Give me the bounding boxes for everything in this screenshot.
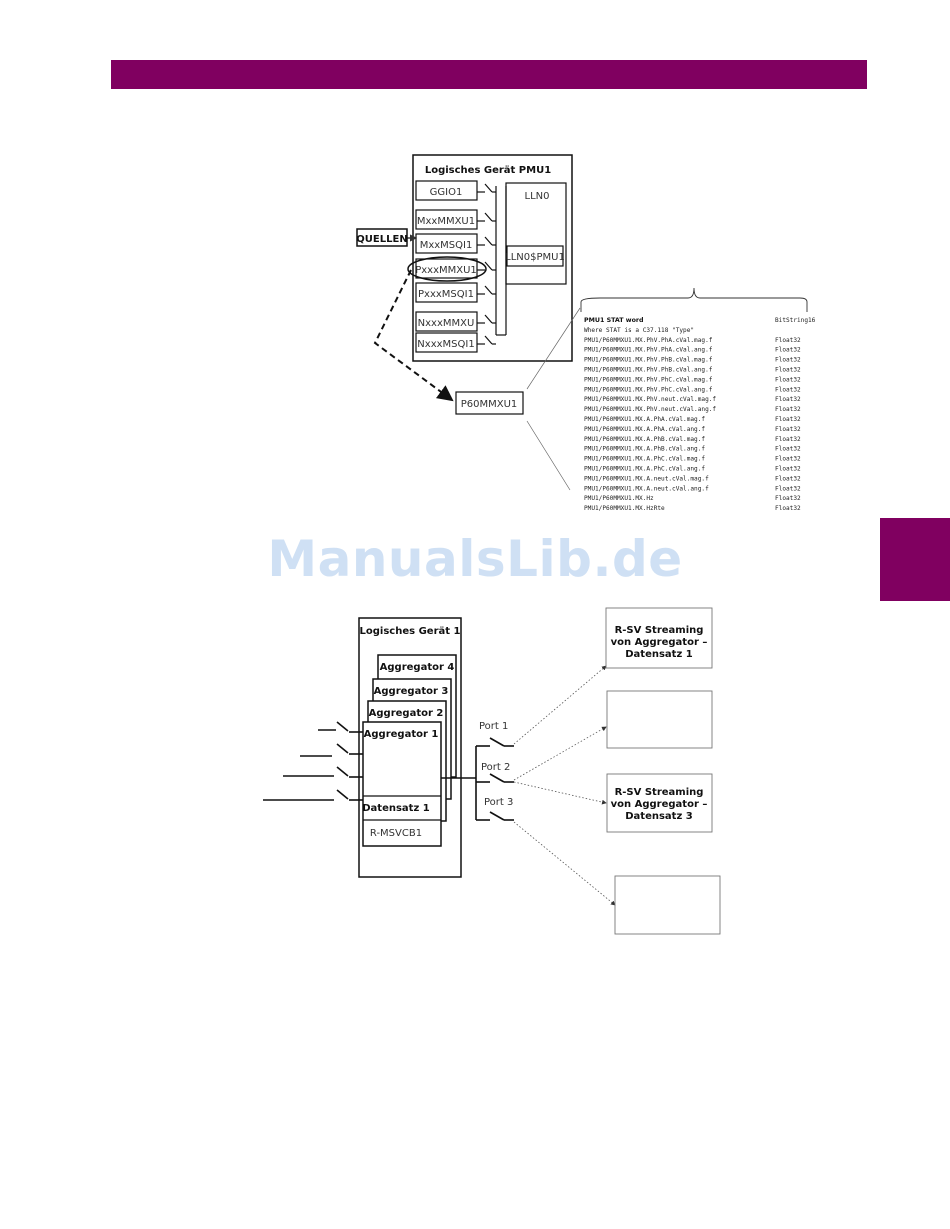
output-bus [441, 737, 514, 821]
figure-1: Logisches Gerät PMU1 GGIO1MxxMMXU1MxxMSQ… [356, 154, 816, 512]
lln0-pmu-label: LLN0$PMU1 [505, 252, 565, 263]
node-label-1: GGIO1 [430, 187, 463, 198]
chapter-tab [880, 518, 950, 601]
figure-2: Logisches Gerät 1 Aggregator 4 Aggregato… [263, 607, 721, 935]
table-row-type: Float32 [775, 386, 801, 393]
stream-1-line-1: R-SV Streaming [615, 625, 704, 636]
table-row-path: PMU1/P60MMXU1.MX.A.PhC.cVal.ang.f [584, 466, 705, 473]
lln0-pmu-box [506, 245, 564, 267]
stream-box-4 [614, 875, 721, 935]
node-box-5 [415, 282, 478, 303]
aggregator-4-label: Aggregator 4 [380, 662, 455, 673]
table-row-type: BitString16 [775, 317, 816, 324]
sources-label: QUELLEN [356, 234, 407, 245]
table-row-path: PMU1/P60MMXU1.MX.Hz [584, 495, 654, 502]
table-row-path: PMU1/P60MMXU1.MX.A.neut.cVal.mag.f [584, 475, 709, 482]
table-row-path: PMU1/P60MMXU1.MX.A.PhC.cVal.mag.f [584, 456, 705, 463]
table-row-type: Float32 [775, 396, 801, 403]
device-1-box [358, 617, 462, 878]
node-box-6 [415, 311, 478, 332]
lln0-label: LLN0 [525, 191, 550, 202]
table-row-path: PMU1/P60MMXU1.MX.PhV.PhA.cVal.mag.f [584, 337, 713, 344]
node-label-2: MxxMMXU1 [417, 216, 475, 227]
stream-3-line-3: Datensatz 3 [625, 811, 693, 822]
header-bar [111, 60, 867, 89]
table-row-type: Float32 [775, 446, 801, 453]
table-row-type: Float32 [775, 337, 801, 344]
table-row-path: PMU1/P60MMXU1.MX.HzRte [584, 505, 665, 512]
dataset-1-label: Datensatz 1 [362, 803, 430, 814]
table-row-type: Float32 [775, 485, 801, 492]
stream-1-line-2: von Aggregator – [611, 637, 708, 648]
table-row-type: Float32 [775, 475, 801, 482]
stream-box-2 [606, 690, 713, 749]
table-row-path: PMU1/P60MMXU1.MX.PhV.PhB.cVal.mag.f [584, 357, 713, 364]
table-row-type: Float32 [775, 376, 801, 383]
table-row-path: PMU1/P60MMXU1.MX.PhV.PhA.cVal.ang.f [584, 347, 713, 354]
table-row-path: PMU1/P60MMXU1.MX.PhV.neut.cVal.ang.f [584, 406, 716, 413]
table-row-type: Float32 [775, 367, 801, 374]
stream-3-line-2: von Aggregator – [611, 799, 708, 810]
port-2-label: Port 2 [481, 762, 510, 773]
table-row-type: Float32 [775, 347, 801, 354]
aggregator-2-label: Aggregator 2 [369, 708, 444, 719]
node-box-7 [415, 332, 478, 353]
table-row-path: PMU1/P60MMXU1.MX.A.PhB.cVal.mag.f [584, 436, 705, 443]
table-row-type: Float32 [775, 505, 801, 512]
table-row-path: PMU1/P60MMXU1.MX.PhV.PhC.cVal.mag.f [584, 376, 713, 383]
node-label-6: NxxxMMXU [418, 318, 475, 329]
node-label-4: PxxxMMXU1 [415, 265, 477, 276]
device-pmu1-box [412, 154, 573, 362]
table-row-type: Float32 [775, 436, 801, 443]
node-box-4 [415, 258, 478, 279]
table-row-type: Float32 [775, 426, 801, 433]
msvcb-label: R-MSVCB1 [370, 828, 422, 839]
table-row-path: PMU1/P60MMXU1.MX.PhV.PhC.cVal.ang.f [584, 386, 713, 393]
device-pmu1-title: Logisches Gerät PMU1 [425, 165, 551, 176]
table-row-type: Float32 [775, 456, 801, 463]
table-row-type: Float32 [775, 406, 801, 413]
table-row-path: PMU1/P60MMXU1.MX.PhV.neut.cVal.mag.f [584, 396, 716, 403]
p60mmxu1-label: P60MMXU1 [461, 399, 518, 410]
node-box-3 [415, 233, 478, 254]
input-switches [263, 721, 363, 801]
stream-3-line-1: R-SV Streaming [615, 787, 704, 798]
table-row-path: PMU1/P60MMXU1.MX.A.PhA.cVal.ang.f [584, 426, 705, 433]
aggregator-3-label: Aggregator 3 [374, 686, 449, 697]
table-row-type: Float32 [775, 357, 801, 364]
watermark: ManualsLib.de [267, 530, 683, 588]
aggregator-1-box [362, 721, 442, 847]
stream-box-3 [606, 773, 713, 833]
table-row-type: Float32 [775, 416, 801, 423]
node-label-3: MxxMSQI1 [420, 240, 473, 251]
table-row-path: PMU1/P60MMXU1.MX.PhV.PhB.cVal.ang.f [584, 367, 713, 374]
port-1-label: Port 1 [479, 721, 508, 732]
table-row-type: Float32 [775, 466, 801, 473]
node-label-7: NxxxMSQI1 [417, 339, 474, 350]
node-box-2 [415, 209, 478, 230]
table-row-path: PMU1/P60MMXU1.MX.A.PhB.cVal.ang.f [584, 446, 705, 453]
device-1-title: Logisches Gerät 1 [360, 626, 461, 637]
table-row-path: PMU1 STAT word [584, 317, 644, 324]
table-brace [580, 287, 808, 312]
table-row-path: PMU1/P60MMXU1.MX.A.PhA.cVal.mag.f [584, 416, 705, 423]
stream-box-1 [605, 607, 713, 669]
p60mmxu1-box [455, 391, 524, 415]
table-row-path: PMU1/P60MMXU1.MX.A.neut.cVal.ang.f [584, 485, 709, 492]
aggregator-1-label: Aggregator 1 [364, 729, 439, 740]
node-label-5: PxxxMSQI1 [418, 289, 474, 300]
port-3-label: Port 3 [484, 797, 513, 808]
highlight-ellipse [407, 256, 487, 282]
table-row-type: Float32 [775, 495, 801, 502]
table-row-path: Where STAT is a C37.118 "Type" [584, 327, 694, 334]
node-box-1 [415, 180, 478, 201]
stream-1-line-3: Datensatz 1 [625, 649, 693, 660]
